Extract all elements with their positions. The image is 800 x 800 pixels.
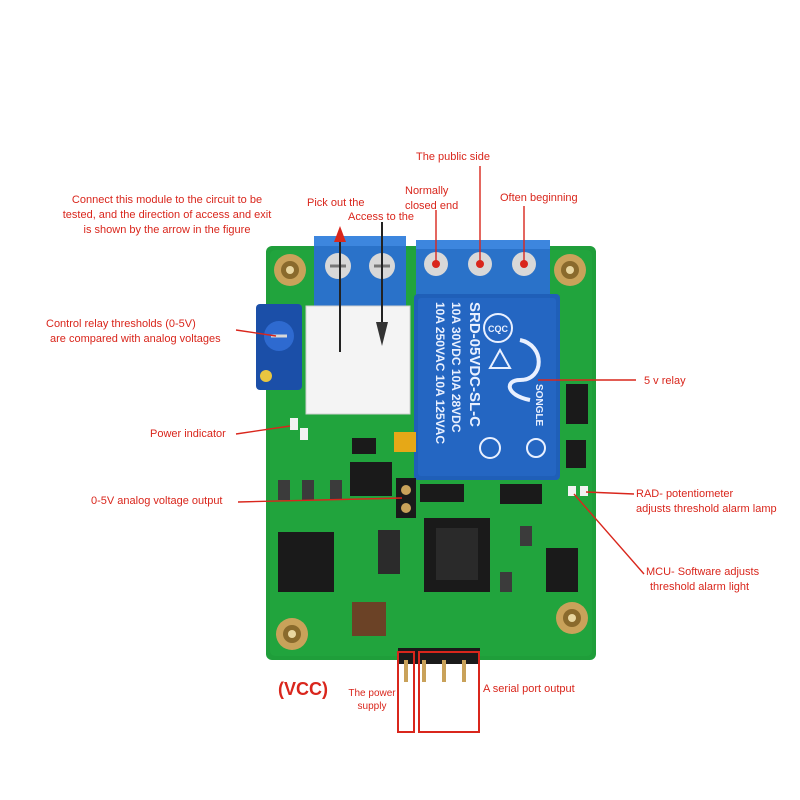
relay-brand: SONGLE xyxy=(533,384,544,427)
relay-rating-1: 10A 250VAC 10A 125VAC xyxy=(433,302,447,444)
mounting-hole-tr xyxy=(554,254,586,286)
label-vcc: (VCC) xyxy=(278,679,328,699)
svg-text:CQC: CQC xyxy=(488,324,509,334)
label-mcu-1: MCU- Software adjusts xyxy=(646,566,760,578)
mounting-hole-br xyxy=(556,602,588,634)
label-rad-2: adjusts threshold alarm lamp xyxy=(636,503,777,515)
label-connect: Connect this module to the circuit to be… xyxy=(62,194,272,236)
label-access-to: Access to the xyxy=(348,211,415,223)
label-control-thresholds-2: are compared with analog voltages xyxy=(50,333,221,345)
header-pins xyxy=(398,648,480,682)
label-relay-5v: 5 v relay xyxy=(644,375,686,387)
label-pick-out: Pick out the xyxy=(307,197,365,209)
label-analog-output: 0-5V analog voltage output xyxy=(91,495,223,507)
label-mcu-2: threshold alarm light xyxy=(650,581,750,593)
smd-components xyxy=(278,384,588,636)
leader-lines xyxy=(235,166,645,575)
vcc-pin-box xyxy=(397,651,415,733)
label-rad-1: RAD- potentiometer xyxy=(636,488,734,500)
relay-rating-2: 10A 30VDC 10A 28VDC xyxy=(449,302,463,433)
relay-model: SRD-05VDC-SL-C xyxy=(466,302,483,427)
label-serial-output: A serial port output xyxy=(483,683,575,695)
analog-output-pins xyxy=(396,478,416,518)
serial-pins-box xyxy=(418,651,480,733)
relay: CQC 10A 250VAC 10A 125VAC 10A 30VDC 10A … xyxy=(414,294,560,480)
direction-arrows xyxy=(334,222,388,352)
label-normally-closed: Normally closed end xyxy=(405,185,459,212)
label-power-supply: The power supply xyxy=(348,688,396,712)
mounting-hole-bl xyxy=(276,618,308,650)
potentiometer xyxy=(256,304,302,390)
input-terminal-block xyxy=(314,236,406,308)
label-control-thresholds-1: Control relay thresholds (0-5V) xyxy=(46,318,196,330)
label-public-side: The public side xyxy=(416,151,490,163)
label-often-beginning: Often beginning xyxy=(500,192,578,204)
relay-terminal-block xyxy=(416,240,550,300)
label-power-indicator: Power indicator xyxy=(150,428,226,440)
sensor-block xyxy=(305,305,411,415)
mounting-hole-tl xyxy=(274,254,306,286)
